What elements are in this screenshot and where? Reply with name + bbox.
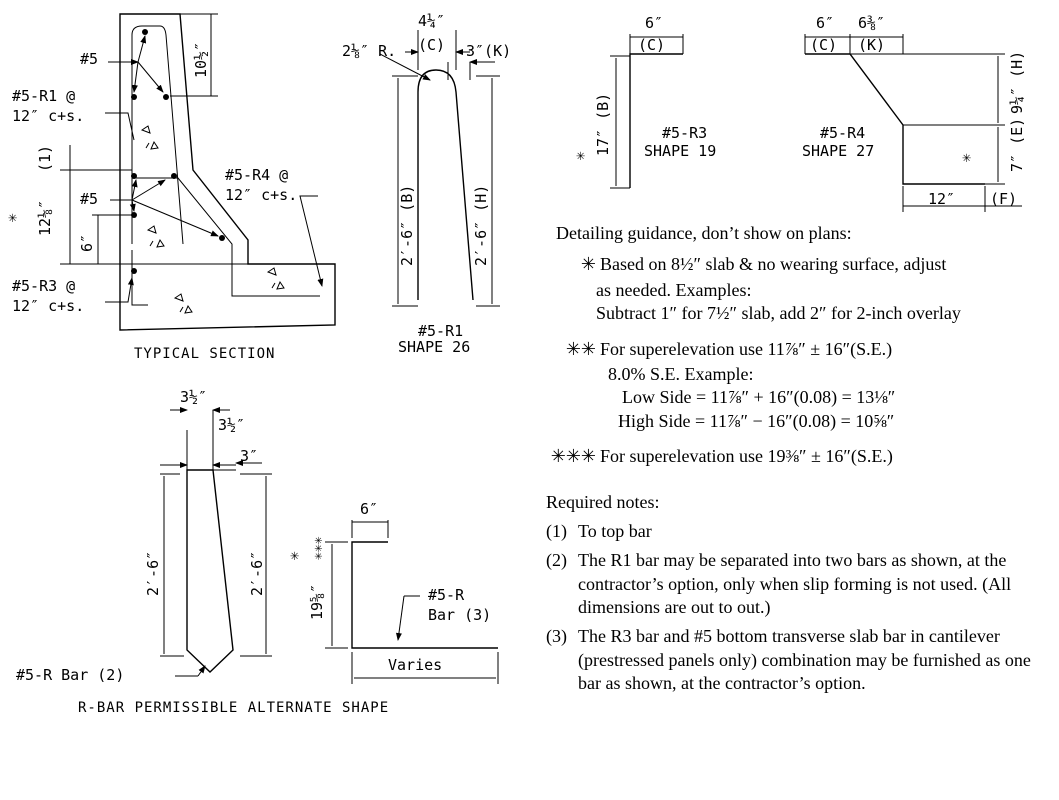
note-single-star-line1: Based on 8½″ slab & no wearing surface, … bbox=[600, 254, 947, 275]
label-r3: #5-R3 @ bbox=[12, 277, 75, 295]
shape-27-k-val: 6⅜″ bbox=[858, 14, 885, 32]
alt-bar-3-label-a: #5-R bbox=[428, 586, 465, 604]
alt-bar-3-label-b: Bar (3) bbox=[428, 606, 491, 624]
label-r1: #5-R1 @ bbox=[12, 87, 75, 105]
required-note-3-text: The R3 bar and #5 bottom transverse slab… bbox=[578, 626, 1031, 694]
note-double-star-line2: 8.0% S.E. Example: bbox=[608, 363, 754, 384]
typical-section: #5 #5-R1 @ 12″ c+s. #5 #5-R4 @ 12″ c+s. … bbox=[8, 13, 336, 362]
rebar-r1 bbox=[131, 25, 184, 245]
label-bar-5b: #5 bbox=[80, 190, 98, 208]
shape-26-k: 3″(K) bbox=[466, 42, 511, 60]
dim-top: 10½″ bbox=[192, 42, 210, 78]
shape-19: 6″ (C) 17″ (B) ✳ #5-R3 SHAPE 19 bbox=[576, 14, 716, 189]
note-single-star-line3: Subtract 1″ for 7½″ slab, add 2″ for 2-i… bbox=[596, 303, 961, 324]
note-single-star-mark: ✳ bbox=[580, 254, 596, 275]
shape-26-c: (C) bbox=[418, 36, 445, 54]
alt-dim-19: 19⅝″ bbox=[308, 584, 326, 620]
shape-19-bar-label: #5-R3 bbox=[662, 124, 707, 142]
note-double-star-line1: For superelevation use 11⅞″ ± 16″(S.E.) bbox=[600, 338, 893, 359]
shape-27-star: ✳ bbox=[962, 148, 971, 166]
rebar-r4 bbox=[132, 177, 320, 297]
required-note-2-text: The R1 bar may be separated into two bar… bbox=[578, 550, 1012, 618]
required-note-2: (2) The R1 bar may be separated into two… bbox=[546, 549, 1051, 619]
shape-19-c: (C) bbox=[638, 36, 665, 54]
required-note-1-num: (1) bbox=[546, 520, 567, 541]
alt-bar-2-label: #5-R Bar (2) bbox=[16, 666, 124, 684]
guidance-title: Detailing guidance, don’t show on plans: bbox=[556, 223, 852, 243]
alternate-shape: 3½″ 3½″ 3″ 2′-6″ 2′-6″ #5-R Bar (2) 6″ ✳… bbox=[16, 388, 499, 716]
note-triple-star-line1: For superelevation use 19⅜″ ± 16″(S.E.) bbox=[600, 446, 893, 467]
alt-varies: Varies bbox=[388, 656, 442, 674]
alt-dim-left: 2′-6″ bbox=[144, 551, 162, 596]
label-r1-spacing: 12″ c+s. bbox=[12, 107, 84, 125]
typical-section-caption: TYPICAL SECTION bbox=[134, 346, 275, 362]
required-note-1-text: To top bar bbox=[578, 520, 652, 541]
note-double-star-mark: ✳✳ bbox=[565, 338, 596, 359]
shape-27-c: (C) bbox=[810, 36, 837, 54]
shape-27: 6″ 6⅜″ (C) (K) 9¼″ (H) 7″ (E) ✳ 12″ (F) … bbox=[802, 14, 1026, 212]
alternate-caption: R-BAR PERMISSIBLE ALTERNATE SHAPE bbox=[78, 700, 389, 716]
rebar-r3 bbox=[131, 250, 148, 306]
alt-dim-c: 3″ bbox=[240, 447, 258, 465]
shape-26: 2⅛″ R. 4¼″ (C) 3″(K) 2′-6″ (B) 2′-6″ (H)… bbox=[342, 12, 511, 356]
shape-27-c-val: 6″ bbox=[816, 14, 834, 32]
alt-dim-a: 3½″ bbox=[180, 388, 207, 406]
shape-26-h: 2′-6″ (H) bbox=[472, 185, 490, 266]
shape-19-bar bbox=[629, 53, 683, 188]
note-single-star-line2: as needed. Examples: bbox=[596, 279, 752, 300]
alt-dim-b: 3½″ bbox=[218, 416, 245, 434]
shape-26-bar-label: #5-R1 bbox=[418, 322, 463, 340]
shape-19-c-val: 6″ bbox=[645, 14, 663, 32]
required-note-2-num: (2) bbox=[546, 550, 567, 571]
shape-27-bar-label: #5-R4 bbox=[820, 124, 865, 142]
shape-26-bar bbox=[417, 69, 474, 301]
rebar-dots bbox=[131, 29, 225, 274]
alt-star-single: ✳ bbox=[290, 546, 299, 564]
alt-dim-right: 2′-6″ bbox=[248, 551, 266, 596]
shape-27-bar bbox=[805, 53, 985, 185]
shape-19-shape-label: SHAPE 19 bbox=[644, 142, 716, 160]
alt-dim-6: 6″ bbox=[360, 500, 378, 518]
notes-panel: Detailing guidance, don’t show on plans:… bbox=[546, 222, 1051, 696]
note-double-star: ✳✳ For superelevation use 11⅞″ ± 16″(S.E… bbox=[546, 338, 1051, 361]
aggregate-marks bbox=[140, 125, 285, 314]
note-double-star-line3: Low Side = 11⅞″ + 16″(0.08) = 13⅛″ bbox=[622, 387, 896, 408]
shape-27-f: (F) bbox=[990, 190, 1017, 208]
shape-27-k: (K) bbox=[858, 36, 885, 54]
alt-stars: ✳✳✳ bbox=[311, 536, 326, 560]
required-note-1: (1) To top bar bbox=[546, 520, 1051, 543]
label-r4: #5-R4 @ bbox=[225, 166, 288, 184]
shape-26-c-val: 4¼″ bbox=[418, 12, 445, 30]
note-triple-star: ✳✳✳ For superelevation use 19⅜″ ± 16″(S.… bbox=[546, 445, 1051, 468]
dim-12: 12⅛″ bbox=[36, 200, 54, 236]
note-triple-star-mark: ✳✳✳ bbox=[550, 446, 596, 467]
shape-27-shape-label: SHAPE 27 bbox=[802, 142, 874, 160]
dim-star: ✳ bbox=[8, 208, 17, 226]
shape-19-star: ✳ bbox=[576, 146, 585, 164]
note-single-star: ✳ Based on 8½″ slab & no wearing surface… bbox=[546, 253, 1051, 276]
shape-27-e: 7″ (E) bbox=[1008, 118, 1026, 172]
required-note-3: (3) The R3 bar and #5 bottom transverse … bbox=[546, 625, 1051, 695]
shape-26-b: 2′-6″ (B) bbox=[398, 185, 416, 266]
alternate-bar-3 bbox=[351, 541, 498, 649]
label-r3-spacing: 12″ c+s. bbox=[12, 297, 84, 315]
label-bar-5: #5 bbox=[80, 50, 98, 68]
label-r4-spacing: 12″ c+s. bbox=[225, 186, 297, 204]
shape-19-b: 17″ (B) bbox=[594, 93, 612, 156]
shape-26-shape-label: SHAPE 26 bbox=[398, 338, 470, 356]
shape-26-radius: 2⅛″ R. bbox=[342, 42, 396, 60]
note-double-star-line4: High Side = 11⅞″ − 16″(0.08) = 10⅝″ bbox=[618, 410, 895, 431]
shape-27-f-val: 12″ bbox=[928, 190, 955, 208]
required-note-3-num: (3) bbox=[546, 626, 567, 647]
dim-6: 6″ bbox=[78, 234, 96, 252]
dim-note-1: (1) bbox=[36, 145, 54, 172]
shape-27-h: 9¼″ (H) bbox=[1008, 51, 1026, 114]
required-title: Required notes: bbox=[546, 491, 660, 512]
alternate-bar-2 bbox=[186, 469, 234, 673]
